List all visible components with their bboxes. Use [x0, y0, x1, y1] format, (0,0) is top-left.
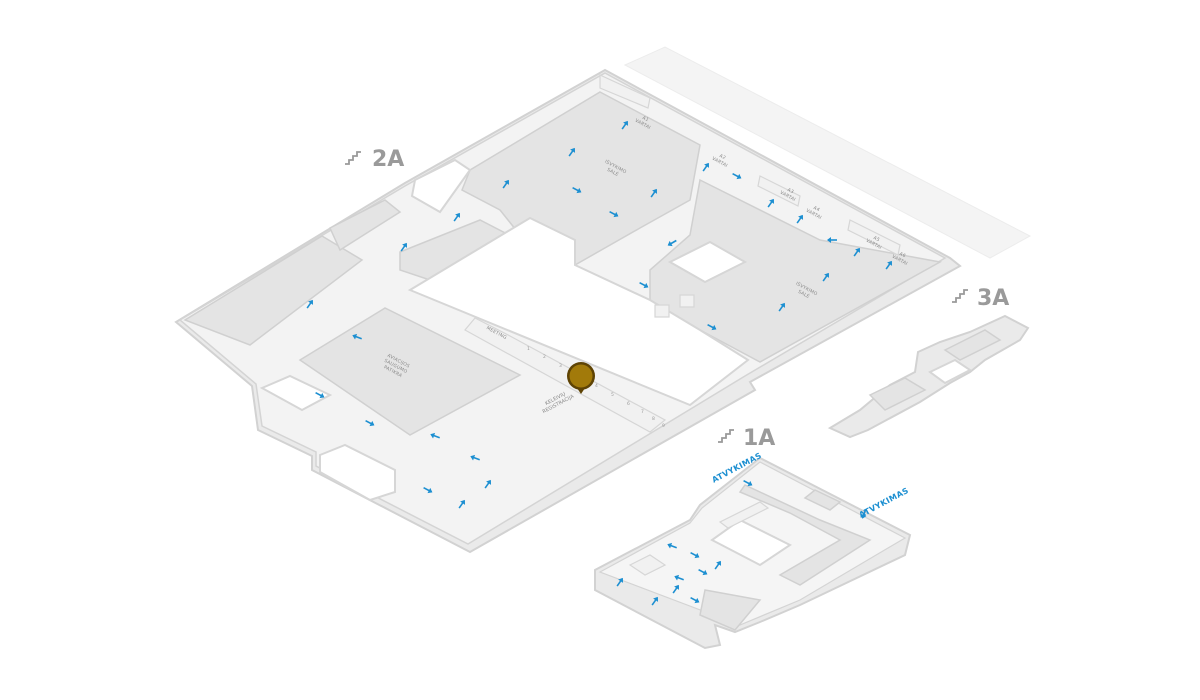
- floor-1a-map: [594, 456, 912, 650]
- arrivals-service-room: [699, 589, 762, 631]
- room-labels-2a: A1 VARTAI A2 VARTAI A3 VARTAI A4 VARTAI …: [383, 115, 909, 429]
- gate-connector-a5: [847, 219, 901, 256]
- checkin-strip: [464, 317, 667, 433]
- gate-a2-label: A2: [718, 153, 727, 161]
- stairs-icon: [952, 289, 968, 303]
- apron-area: [623, 46, 1032, 259]
- gate-connector-a1: [599, 74, 651, 109]
- desk-number: 9: [662, 423, 665, 429]
- gate-a1-label: A1: [641, 115, 650, 123]
- floor-3a-void: [928, 358, 972, 385]
- desk-number: 2: [543, 354, 546, 360]
- central-void: [407, 216, 750, 407]
- luggage-belt: [718, 501, 770, 529]
- arrivals-office: [628, 554, 667, 576]
- stair-room: [679, 294, 695, 308]
- stairs-icon: [718, 429, 734, 443]
- desk-number: 8: [652, 416, 655, 422]
- desk-number: 4: [595, 383, 598, 389]
- stairs-icon: [345, 151, 361, 165]
- floor-3a-block-1: [943, 329, 1002, 361]
- desk-number: 1: [527, 346, 530, 352]
- left-wing-room: [183, 235, 364, 346]
- desk-number: 3: [559, 363, 562, 369]
- floor-2a-text: 2A: [372, 147, 404, 172]
- upper-void: [410, 158, 472, 214]
- gate-a5-label: A5: [872, 235, 881, 243]
- gate-a4-label: A4: [812, 205, 821, 213]
- arrival-label-right: ATVYKIMAS: [858, 486, 911, 520]
- arrivals-hall: [738, 484, 872, 586]
- floor-label-2a[interactable]: 2A: [345, 147, 404, 172]
- arrivals-room-top: [803, 489, 842, 511]
- floor-3a-outline: [827, 314, 1030, 439]
- desk-number: 7: [641, 409, 644, 415]
- floor-label-3a[interactable]: 3A: [952, 286, 1009, 311]
- location-pin-icon[interactable]: [567, 362, 595, 394]
- lower-void: [319, 443, 396, 502]
- desk-number: 6: [627, 401, 630, 407]
- gate-a6-label: A6: [898, 251, 907, 259]
- floor-1a-text: 1A: [743, 426, 775, 451]
- hall-void: [667, 240, 748, 284]
- floor-2a-map: [174, 68, 962, 554]
- floor-label-1a[interactable]: 1A: [718, 426, 775, 451]
- floor-3a-map: [827, 314, 1030, 439]
- left-corridor-room: [329, 199, 402, 252]
- elevator-room: [654, 304, 670, 318]
- floor-3a-text: 3A: [977, 286, 1009, 311]
- gate-connector-a3: [757, 175, 801, 207]
- left-void: [259, 374, 333, 412]
- desk-number: 5: [611, 392, 614, 398]
- security-area: [298, 307, 522, 436]
- baggage-area: [710, 518, 792, 567]
- checkin-desks: 1 2 3 4 5 6 7 8 9: [527, 346, 665, 429]
- gate-a3-label: A3: [786, 187, 795, 195]
- floor-3a-block-2: [868, 377, 927, 411]
